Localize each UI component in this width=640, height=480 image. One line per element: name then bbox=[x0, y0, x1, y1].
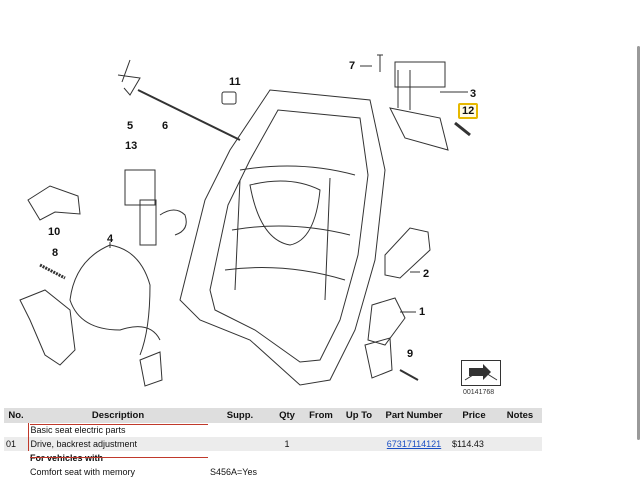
header-supp: Supp. bbox=[208, 408, 272, 423]
group-divider-line bbox=[30, 424, 208, 425]
row-from bbox=[302, 423, 340, 437]
callout-7[interactable]: 7 bbox=[349, 60, 356, 72]
row-notes bbox=[498, 451, 542, 465]
row-price bbox=[450, 451, 498, 465]
row-description: For vehicles with bbox=[30, 453, 104, 463]
callout-1[interactable]: 1 bbox=[419, 306, 426, 318]
row-up-to bbox=[340, 465, 378, 479]
table-row: 01 Drive, backrest adjustment 1 67317114… bbox=[4, 437, 542, 451]
row-qty bbox=[272, 451, 302, 465]
callout-13[interactable]: 13 bbox=[125, 140, 138, 152]
row-up-to bbox=[340, 437, 378, 451]
header-up-to: Up To bbox=[340, 408, 378, 423]
row-qty bbox=[272, 465, 302, 479]
row-part-number bbox=[378, 423, 450, 437]
header-no: No. bbox=[4, 408, 28, 423]
callout-8[interactable]: 8 bbox=[52, 247, 59, 259]
row-price bbox=[450, 423, 498, 437]
row-no bbox=[4, 465, 28, 479]
row-up-to bbox=[340, 451, 378, 465]
callout-3[interactable]: 3 bbox=[470, 88, 477, 100]
callout-6[interactable]: 6 bbox=[162, 120, 169, 132]
row-no: 01 bbox=[4, 437, 28, 451]
row-no bbox=[4, 423, 28, 437]
part-number-link[interactable]: 67317114121 bbox=[386, 439, 442, 449]
callout-4[interactable]: 4 bbox=[107, 233, 114, 245]
row-supp bbox=[208, 451, 272, 465]
table-row: For vehicles with bbox=[4, 451, 542, 465]
row-no bbox=[4, 451, 28, 465]
row-supp: S456A=Yes bbox=[210, 467, 257, 477]
row-part-number bbox=[378, 451, 450, 465]
header-description: Description bbox=[28, 408, 208, 423]
row-up-to bbox=[340, 423, 378, 437]
parts-diagram: 1 2 3 4 5 6 7 8 9 10 11 12 13 00141768 bbox=[19, 54, 501, 396]
callout-2[interactable]: 2 bbox=[423, 268, 430, 280]
diagram-reference-id: 00141768 bbox=[463, 389, 495, 396]
row-from bbox=[302, 465, 340, 479]
row-qty bbox=[272, 423, 302, 437]
table-row: Basic seat electric parts bbox=[4, 423, 542, 437]
table-row: Comfort seat with memory S456A=Yes bbox=[4, 465, 542, 479]
row-supp bbox=[208, 437, 272, 451]
row-description: Drive, backrest adjustment bbox=[27, 437, 208, 451]
exploded-view-drawing bbox=[19, 54, 471, 387]
header-qty: Qty bbox=[272, 408, 302, 423]
callout-9[interactable]: 9 bbox=[407, 348, 414, 360]
page-scrollbar[interactable] bbox=[637, 46, 640, 440]
table-header-row: No. Description Supp. Qty From Up To Par… bbox=[4, 408, 542, 423]
header-part-number: Part Number bbox=[378, 408, 450, 423]
row-from bbox=[302, 451, 340, 465]
row-from bbox=[302, 437, 340, 451]
row-part-number bbox=[378, 465, 450, 479]
row-supp bbox=[208, 423, 272, 437]
row-qty: 1 bbox=[272, 437, 302, 451]
callout-12-highlighted[interactable]: 12 bbox=[458, 103, 479, 119]
row-description: Comfort seat with memory bbox=[30, 467, 136, 477]
header-notes: Notes bbox=[498, 408, 542, 423]
callout-5[interactable]: 5 bbox=[127, 120, 134, 132]
header-from: From bbox=[302, 408, 340, 423]
row-notes bbox=[498, 465, 542, 479]
row-notes bbox=[498, 423, 542, 437]
row-notes bbox=[498, 437, 542, 451]
row-price: $114.43 bbox=[450, 437, 498, 451]
row-price bbox=[450, 465, 498, 479]
header-price: Price bbox=[450, 408, 498, 423]
callout-10[interactable]: 10 bbox=[48, 226, 61, 238]
row-description: Basic seat electric parts bbox=[27, 423, 208, 437]
callout-11[interactable]: 11 bbox=[229, 76, 241, 88]
parts-table: No. Description Supp. Qty From Up To Par… bbox=[4, 408, 542, 479]
group-divider-line bbox=[30, 457, 208, 458]
